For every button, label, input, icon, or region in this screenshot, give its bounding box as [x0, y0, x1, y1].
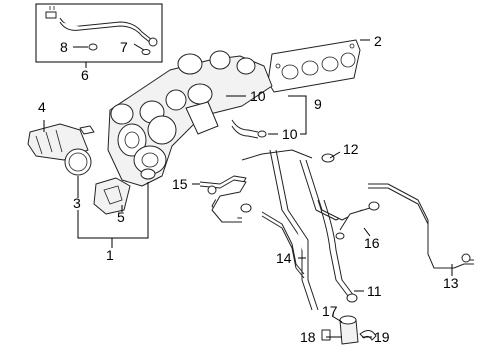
callout-19: 19: [374, 329, 390, 345]
callout-12: 12: [343, 141, 359, 157]
callout-18: 18: [300, 329, 316, 345]
bracket: [93, 177, 131, 215]
callout-2: 2: [374, 33, 382, 49]
leader-lines: [43, 39, 453, 338]
callout-15: 15: [172, 176, 188, 192]
callout-3: 3: [73, 195, 81, 211]
callout-10-lower: 10: [282, 126, 298, 142]
callout-4: 4: [38, 99, 46, 115]
callout-14: 14: [276, 250, 292, 266]
fittings: [321, 315, 377, 345]
callout-17: 17: [322, 303, 338, 319]
inset-box-oil-line: [35, 3, 163, 63]
callout-1: 1: [106, 247, 114, 263]
callout-9: 9: [314, 96, 322, 112]
seal-ring: [64, 148, 92, 176]
callout-10-upper: 10: [250, 88, 266, 104]
pipe-15: [199, 175, 252, 223]
callout-8: 8: [60, 39, 68, 55]
callout-13: 13: [443, 275, 459, 291]
callout-6: 6: [81, 67, 89, 83]
turbocharger-assembly: [107, 50, 273, 187]
long-pipe-13: [368, 183, 474, 269]
callout-11: 11: [367, 283, 382, 299]
coolant-pipes: [231, 119, 380, 311]
callout-16: 16: [364, 235, 380, 251]
callout-5: 5: [117, 209, 125, 225]
manifold-gasket: [267, 39, 361, 93]
callout-7: 7: [120, 39, 128, 55]
